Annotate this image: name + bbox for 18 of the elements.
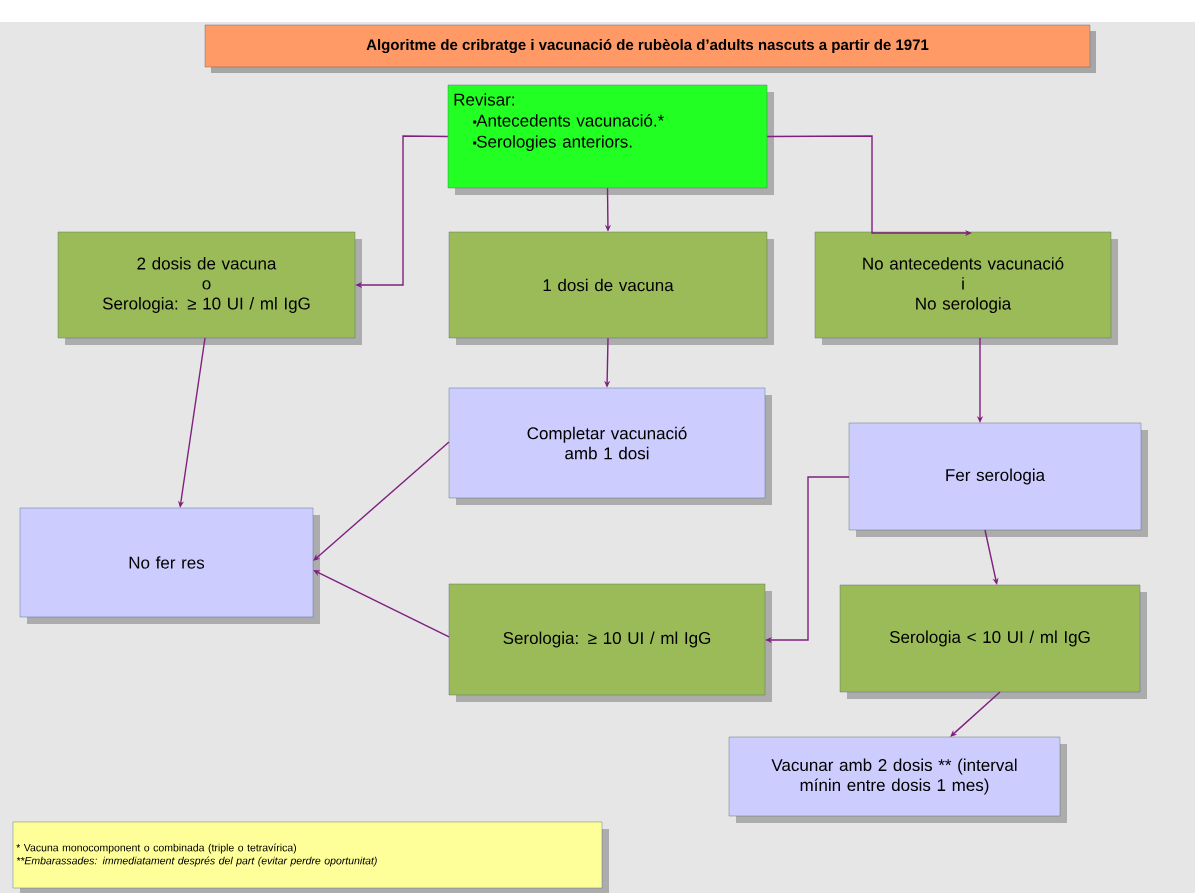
footnote-box: * Vacuna monocomponent o combinada (triple o tetravírica) **Embarassades: immediatament després del part (evitar perdre oportunitat) [12, 821, 609, 893]
process-box: 1 dosi de vacuna [448, 231, 774, 345]
process-box: Fer serologia [848, 422, 1148, 537]
process-box: No fer res [19, 507, 320, 624]
arrow [984, 529, 999, 585]
process-box: Serologia: ≥ 10 UI / ml IgG [448, 583, 772, 702]
arrow [765, 476, 850, 644]
arrow [313, 441, 450, 561]
process-box: Completar vacunació amb 1 dosi [448, 387, 772, 505]
title-box: Algoritme de cribratge i vacunació de rubèola d’adults nascuts a partir de 1971 [204, 24, 1096, 73]
arrow [313, 570, 450, 638]
process-box: 2 dosis de vacuna o Serologia: ≥ 10 UI / ml IgG [57, 231, 362, 345]
process-box: No antecedents vacunació i No serologia [814, 231, 1118, 345]
arrow [178, 337, 206, 508]
arrow [950, 691, 1001, 737]
process-box: Serologia < 10 UI / ml IgG [839, 584, 1147, 699]
process-box: Revisar: Antecedents vacunació.* Serologies anteriors. [447, 84, 774, 195]
process-box: Vacunar amb 2 dosis ** (interval mínin entre dosis 1 mes) [728, 736, 1067, 823]
